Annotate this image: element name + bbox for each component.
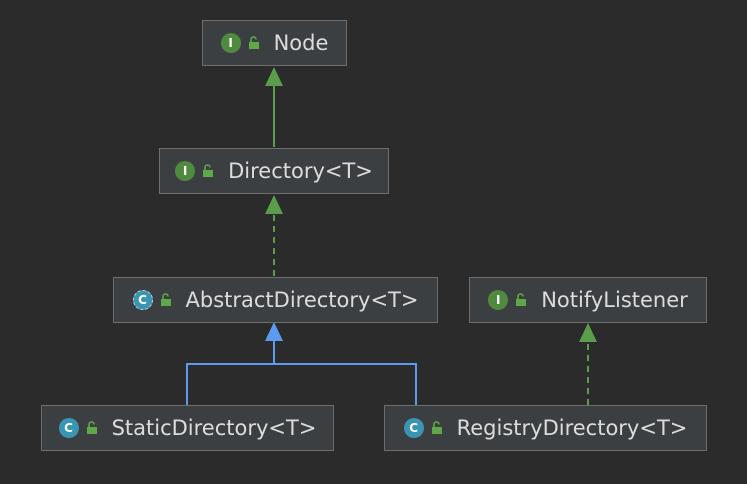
interface-icon: I	[220, 33, 241, 53]
staticdirectory-label: StaticDirectory<T>	[111, 416, 317, 440]
public-unlock-icon	[431, 421, 443, 435]
node-interface-box[interactable]: I Node	[202, 20, 347, 66]
interface-icon: I	[488, 290, 509, 310]
abstractdirectory-label: AbstractDirectory<T>	[185, 288, 419, 312]
directory-label: Directory<T>	[228, 159, 373, 183]
public-unlock-icon	[515, 293, 527, 307]
node-label: Node	[273, 31, 329, 55]
registrydirectory-label: RegistryDirectory<T>	[456, 416, 688, 440]
public-unlock-icon	[248, 36, 260, 50]
class-icon: C	[403, 418, 424, 438]
notifylistener-label: NotifyListener	[541, 288, 688, 312]
notifylistener-interface-box[interactable]: I NotifyListener	[469, 277, 707, 323]
public-unlock-icon	[160, 293, 172, 307]
class-icon: C	[58, 418, 79, 438]
edge-registrydirectory-implements-notifylistener	[579, 323, 597, 405]
edge-subclasses-extend-abstractdirectory	[186, 322, 417, 405]
edge-abstractdirectory-implements-directory	[265, 195, 283, 276]
public-unlock-icon	[86, 421, 98, 435]
abstractdirectory-class-box[interactable]: C AbstractDirectory<T>	[113, 277, 438, 323]
interface-icon: I	[175, 161, 196, 181]
abstract-class-icon: C	[132, 290, 153, 310]
directory-interface-box[interactable]: I Directory<T>	[159, 148, 389, 194]
public-unlock-icon	[202, 164, 214, 178]
registrydirectory-class-box[interactable]: C RegistryDirectory<T>	[384, 405, 707, 451]
staticdirectory-class-box[interactable]: C StaticDirectory<T>	[41, 405, 334, 451]
edge-directory-extends-node	[265, 67, 283, 147]
